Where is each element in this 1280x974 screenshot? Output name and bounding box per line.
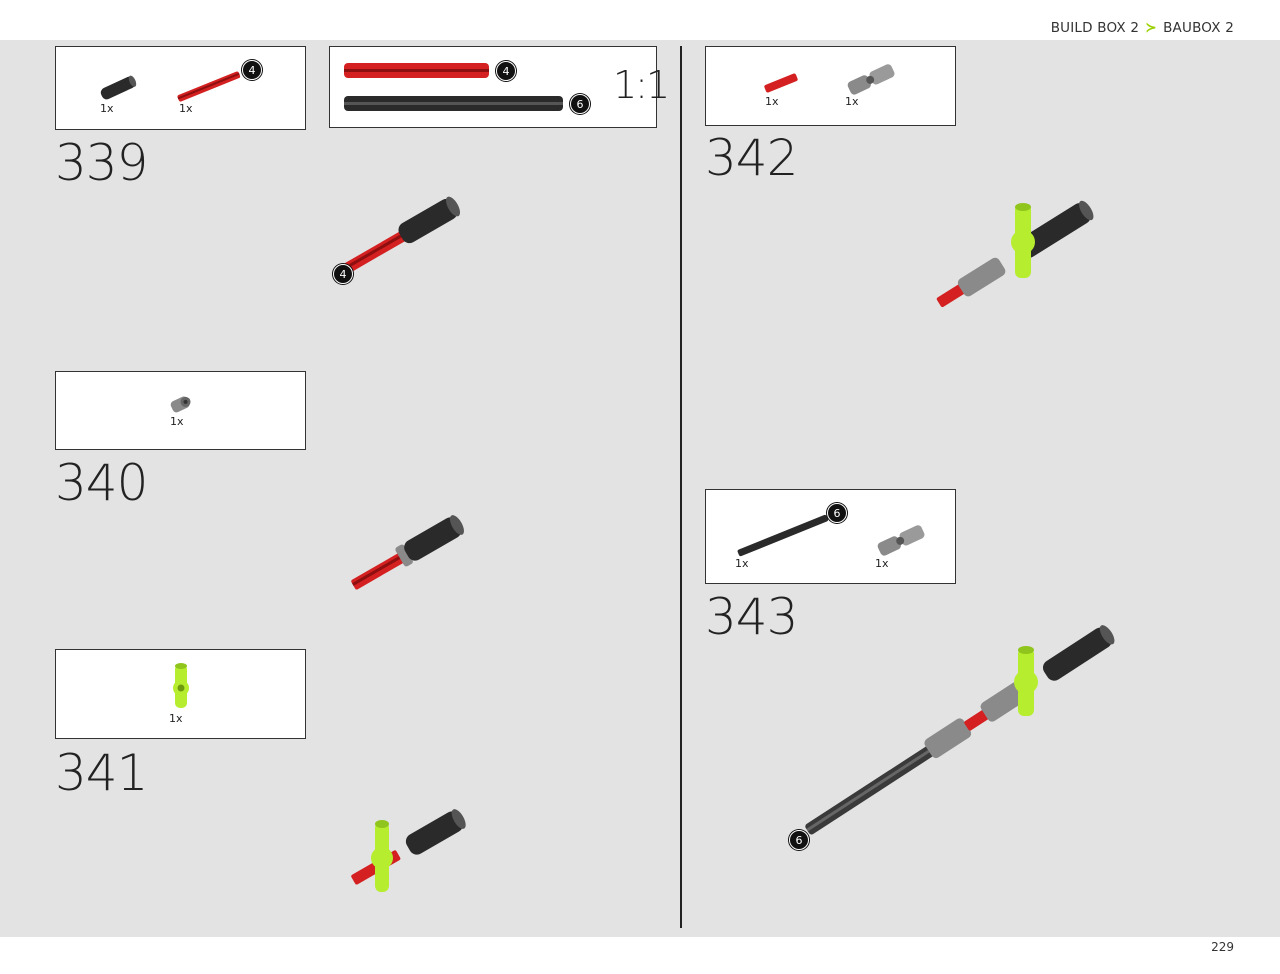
part-qty: 1x (169, 712, 183, 725)
black-axle-scale-icon (344, 96, 563, 111)
gray-bush-icon (170, 396, 191, 413)
breadcrumb: BUILD BOX 2 ≻ BAUBOX 2 (1051, 20, 1234, 36)
scale-label: 1:1 (613, 63, 670, 107)
step-342-model-icon (936, 200, 1094, 308)
part-qty: 1x (765, 95, 779, 108)
chevron-right-icon: ≻ (1145, 20, 1158, 36)
parts-callout-341: 1x (55, 649, 306, 739)
parts-callout-343: 6 1x 1x (705, 489, 956, 584)
parts-callout-340: 1x (55, 371, 306, 450)
step-number-341: 341 (55, 744, 148, 802)
parts-callout-342: 1x 1x (705, 46, 956, 126)
black-axle-6-icon (737, 514, 829, 557)
part-qty: 1x (100, 102, 114, 115)
length-badge-4: 4 (496, 61, 516, 81)
length-badge: 4 (333, 264, 353, 284)
length-badge: 4 (242, 60, 262, 80)
gray-universal-joint-icon (877, 525, 925, 556)
gray-universal-joint-icon (847, 64, 895, 95)
step-number-343: 343 (705, 588, 798, 646)
step-339-model-icon (336, 196, 461, 277)
step-number-342: 342 (705, 129, 798, 187)
part-qty: 1x (179, 102, 193, 115)
red-axle-4-icon (177, 71, 241, 102)
red-axle-short-icon (764, 73, 798, 93)
step-341-model-icon (351, 809, 466, 892)
page-header: BUILD BOX 2 ≻ BAUBOX 2 (0, 0, 1280, 40)
breadcrumb-build-box: BUILD BOX 2 (1050, 20, 1140, 36)
page-number: 229 (1211, 940, 1234, 954)
instruction-canvas (0, 40, 1280, 937)
part-qty: 1x (845, 95, 859, 108)
step-343-model-icon (805, 625, 1115, 835)
length-badge: 6 (789, 830, 809, 850)
part-qty: 1x (735, 557, 749, 570)
part-qty: 1x (875, 557, 889, 570)
breadcrumb-baubox: BAUBOX 2 (1163, 20, 1234, 36)
lime-connector-icon (173, 663, 189, 708)
red-axle-scale-icon (344, 63, 489, 78)
step-number-340: 340 (55, 454, 148, 512)
black-axle-connector-icon (100, 75, 137, 100)
parts-callout-339: 1x 4 1x (55, 46, 306, 130)
length-badge-6: 6 (570, 94, 590, 114)
part-qty: 1x (170, 415, 184, 428)
column-divider (680, 46, 682, 928)
page-footer (0, 937, 1280, 974)
length-badge: 6 (827, 503, 847, 523)
step-340-model-icon (351, 515, 464, 590)
scale-reference-box: 4 6 1:1 (329, 46, 670, 128)
step-number-339: 339 (55, 134, 148, 192)
